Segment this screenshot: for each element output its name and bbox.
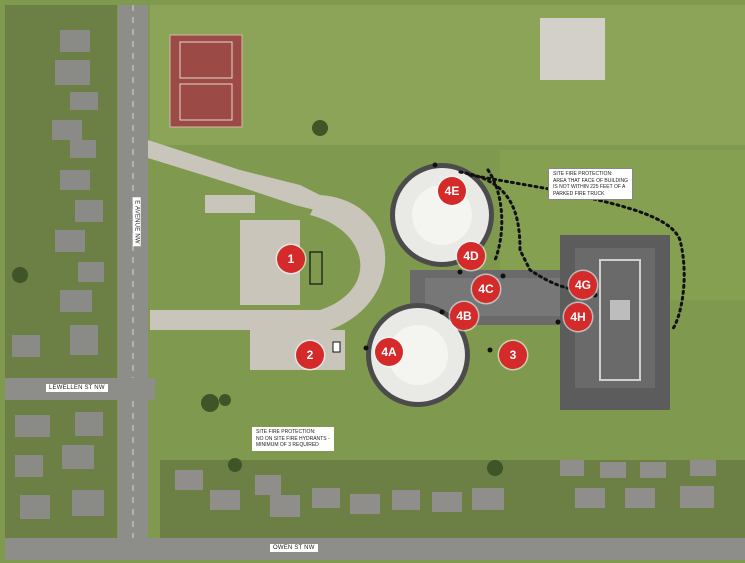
dome-south (366, 303, 470, 407)
note-top-line-4: PARKED FIRE TRUCK (553, 190, 605, 197)
note-top-line-3: IS NOT WITHIN 225 FEET OF A (553, 184, 626, 190)
tennis-courts (169, 34, 243, 128)
trees (12, 120, 503, 476)
note-bottom-line-3: MINIMUM OF 3 REQUIRED (256, 442, 319, 448)
houses-west (12, 30, 104, 519)
owen-road (5, 538, 745, 560)
note-top-line-1: SITE FIRE PROTECTION: (553, 171, 613, 177)
houses-south (175, 460, 716, 517)
note-top-line-2: AREA THAT FACE OF BUILDING (553, 177, 629, 184)
marker-4a[interactable]: 4A (375, 338, 403, 366)
note-bottom-line-2: NO ON SITE FIRE HYDRANTS - (256, 435, 330, 442)
marker-1[interactable]: 1 (277, 245, 305, 273)
marker-3[interactable]: 3 (499, 341, 527, 369)
grass-field-north (150, 5, 745, 145)
paved-court-ne (540, 18, 605, 80)
note-bottom-line-1: SITE FIRE PROTECTION: (256, 429, 316, 435)
marker-4c[interactable]: 4C (472, 275, 500, 303)
driveway (148, 140, 386, 370)
parking-island (309, 251, 323, 285)
street-label-e-avenue: E AVENUE NW (132, 197, 141, 247)
site-fire-note-bottom: SITE FIRE PROTECTION: NO ON SITE FIRE HY… (252, 427, 334, 451)
hydrant-box (332, 341, 341, 353)
street-label-owen: OWEN ST NW (270, 544, 318, 552)
marker-4h[interactable]: 4H (564, 303, 592, 331)
marker-4g[interactable]: 4G (569, 271, 597, 299)
street-label-lewellen: LEWELLEN ST NW (46, 384, 108, 392)
site-fire-note-top: SITE FIRE PROTECTION: AREA THAT FACE OF … (548, 168, 634, 200)
marker-4b[interactable]: 4B (450, 302, 478, 330)
leader-dots (363, 162, 598, 353)
marker-4d[interactable]: 4D (457, 242, 485, 270)
marker-2[interactable]: 2 (296, 341, 324, 369)
marker-4e[interactable]: 4E (438, 177, 466, 205)
